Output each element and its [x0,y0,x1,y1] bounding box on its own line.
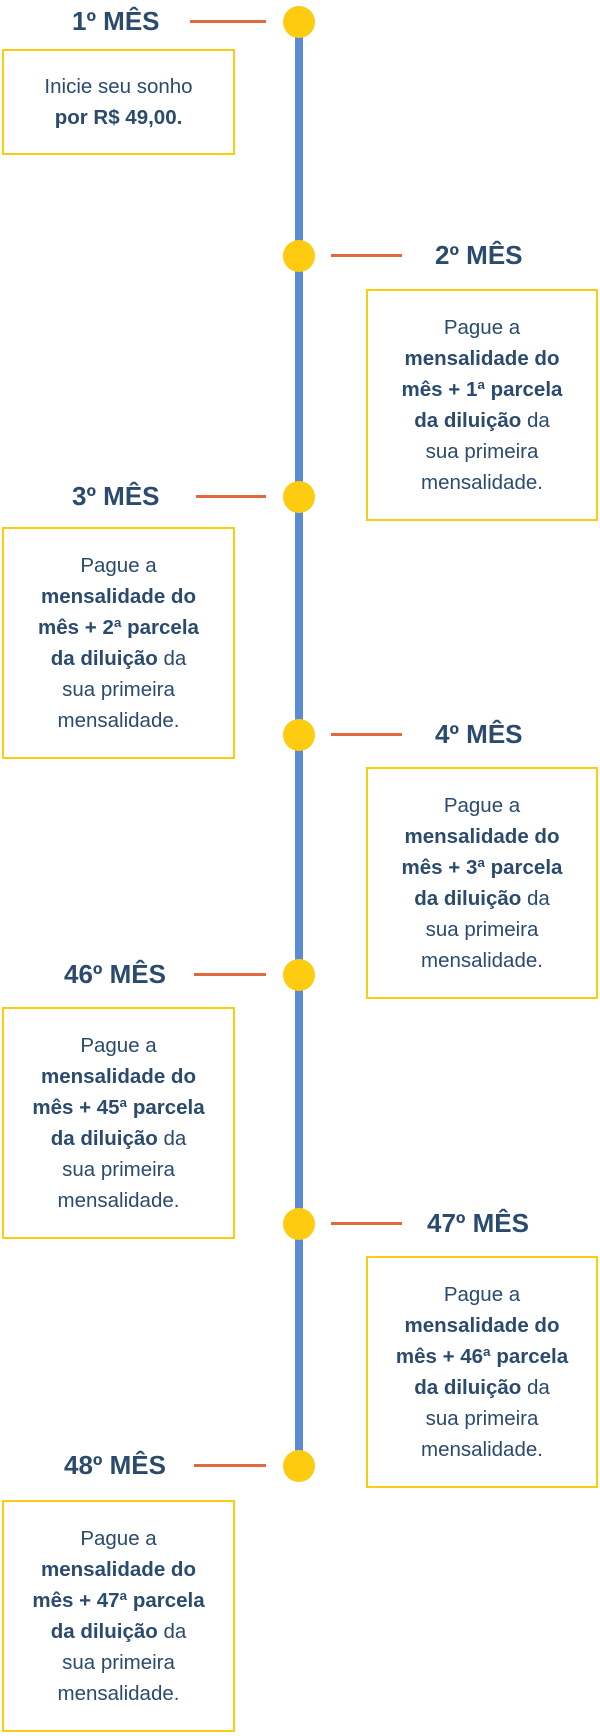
month-3-line-3: mês + 2ª parcela [38,616,199,639]
month-48-line-1: Pague a [80,1527,157,1550]
month-47-line-3: mês + 46ª parcela [395,1345,569,1368]
month-48-line-4-rest: da [157,1620,187,1643]
month-47-line-1: Pague a [443,1283,521,1306]
month-2-connector [331,254,402,257]
month-48-line-6: mensalidade. [57,1682,180,1705]
month-47-line-2: mensalidade do [404,1314,560,1337]
month-46-line-5: sua primeira [62,1158,175,1181]
month-2-line-4-bold: da diluição [414,409,522,432]
month-2-line-3: mês + 1ª parcela [401,378,563,401]
month-48-connector [194,1464,266,1467]
month-4-title: 4º MÊS [435,719,523,749]
month-2-line-2: mensalidade do [404,347,560,370]
month-2-line-5: sua primeira [425,440,539,463]
month-4-line-4-bold: da diluição [414,887,522,910]
month-3-title: 3º MÊS [72,481,160,511]
month-46-connector [194,973,266,976]
month-3-line-6: mensalidade. [57,709,180,732]
month-4-line-5: sua primeira [425,918,539,941]
month-47-dot [283,1208,315,1240]
month-48-line-4-bold: da diluição [50,1620,158,1643]
month-47-line-4-rest: da [521,1376,550,1399]
month-2-line-6: mensalidade. [421,471,543,494]
month-1-line-1: Inicie seu sonho [44,75,193,98]
month-48-line-3: mês + 47ª parcela [32,1589,205,1612]
month-46-box: Pague a mensalidade do mês + 45ª parcela… [2,1007,235,1239]
month-1-dot [283,6,315,38]
month-3-line-2: mensalidade do [41,585,196,608]
month-4-line-3: mês + 3ª parcela [401,856,563,879]
month-4-connector [331,733,402,736]
month-3-box: Pague a mensalidade do mês + 2ª parcela … [2,527,235,759]
month-48-dot [283,1450,315,1482]
month-46-line-6: mensalidade. [57,1189,180,1212]
month-46-line-1: Pague a [80,1034,157,1057]
month-4-line-6: mensalidade. [421,949,543,972]
month-47-line-4-bold: da diluição [414,1376,522,1399]
month-47-box: Pague a mensalidade do mês + 46ª parcela… [366,1256,598,1488]
month-47-connector [331,1222,402,1225]
month-4-dot [283,719,315,751]
month-2-dot [283,240,315,272]
month-48-line-2: mensalidade do [41,1558,196,1581]
month-4-line-2: mensalidade do [404,825,560,848]
month-3-line-4-bold: da diluição [50,647,158,670]
month-3-line-5: sua primeira [62,678,175,701]
month-47-line-6: mensalidade. [421,1438,543,1461]
month-4-line-1: Pague a [443,794,521,817]
month-2-title: 2º MÊS [435,240,523,270]
month-47-title: 47º MÊS [427,1208,529,1238]
month-46-line-3: mês + 45ª parcela [32,1096,205,1119]
month-3-line-1: Pague a [80,554,157,577]
month-46-line-4-bold: da diluição [50,1127,158,1150]
month-1-title: 1º MÊS [72,6,160,36]
month-1-box: Inicie seu sonho por R$ 49,00. [2,49,235,155]
month-4-line-4-rest: da [521,887,550,910]
month-48-box: Pague a mensalidade do mês + 47ª parcela… [2,1500,235,1732]
month-1-line-2: por R$ 49,00. [54,106,183,129]
month-46-title: 46º MÊS [64,959,166,989]
month-48-line-5: sua primeira [62,1651,175,1674]
month-2-box: Pague a mensalidade do mês + 1ª parcela … [366,289,598,521]
month-3-dot [283,481,315,513]
month-3-line-4-rest: da [157,647,187,670]
month-48-title: 48º MÊS [64,1450,166,1480]
month-46-line-2: mensalidade do [41,1065,196,1088]
month-2-line-1: Pague a [443,316,521,339]
month-2-line-4-rest: da [521,409,550,432]
month-4-box: Pague a mensalidade do mês + 3ª parcela … [366,767,598,999]
month-1-connector [190,20,266,23]
month-46-line-4-rest: da [157,1127,187,1150]
month-47-line-5: sua primeira [425,1407,539,1430]
month-46-dot [283,959,315,991]
month-3-connector [196,495,266,498]
